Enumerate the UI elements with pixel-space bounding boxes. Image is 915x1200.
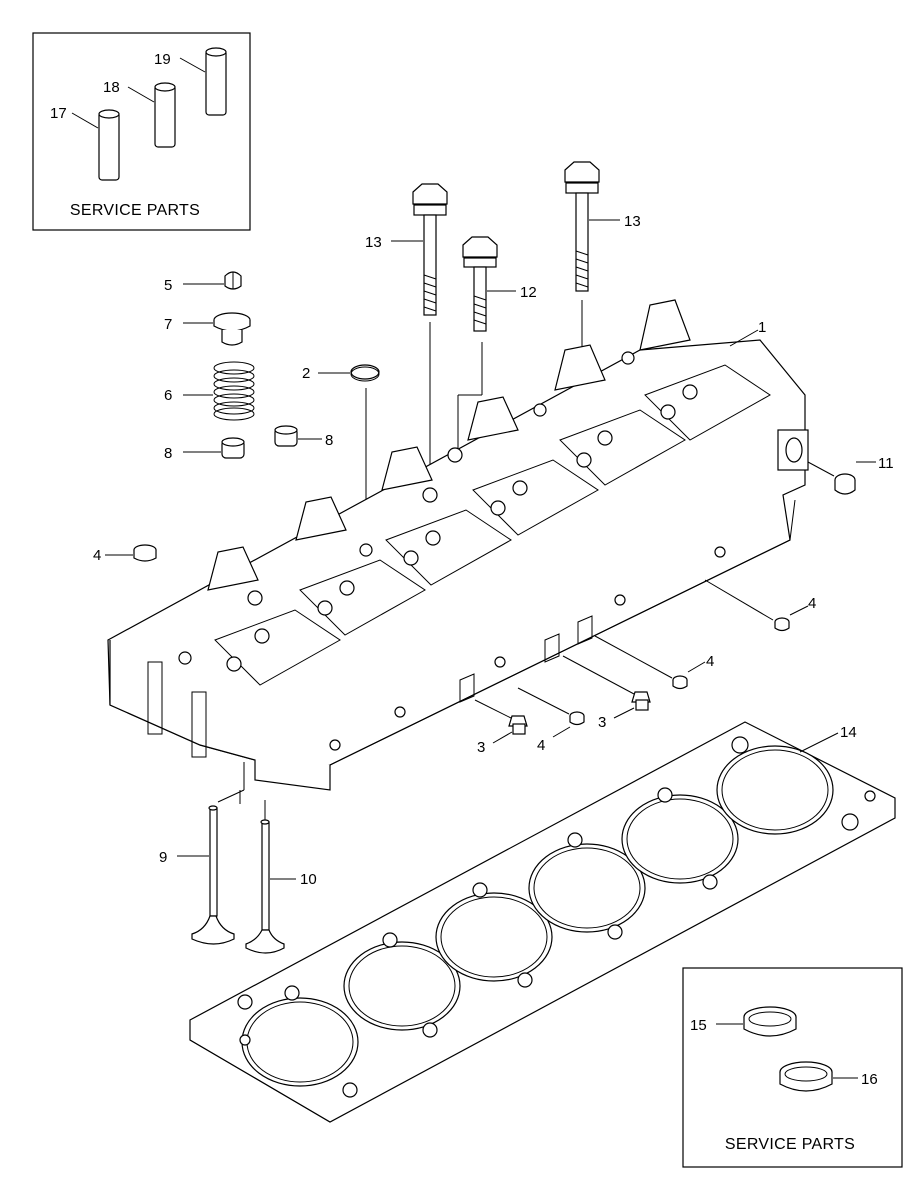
callout-6: 6 (164, 387, 172, 404)
bolt-13-left (412, 183, 448, 316)
callout-2: 2 (302, 365, 310, 382)
spring-retainer-7 (213, 312, 251, 346)
callout-9: 9 (159, 849, 167, 866)
callout-4-low: 4 (537, 737, 545, 754)
bolt-13-right (564, 161, 600, 292)
callout-16: 16 (861, 1071, 878, 1088)
callout-13-right: 13 (624, 213, 641, 230)
service-parts-box-bottom: SERVICE PARTS (682, 967, 903, 1168)
ring-2 (350, 364, 380, 382)
bolt-12 (462, 236, 498, 332)
valve-guide-19 (205, 47, 227, 116)
valve-guide-18 (154, 82, 176, 148)
valve-9 (191, 805, 235, 945)
plug-4-low (569, 711, 585, 726)
valve-10 (245, 819, 285, 954)
plug-11 (834, 473, 856, 495)
head-gasket-14 (189, 721, 896, 1123)
screw-3-right (631, 691, 651, 711)
callout-12: 12 (520, 284, 537, 301)
seat-insert-15 (743, 1006, 797, 1037)
seat-insert-16 (779, 1061, 833, 1092)
valve-seal-8a (221, 437, 245, 459)
callout-7: 7 (164, 316, 172, 333)
callout-18: 18 (103, 79, 120, 96)
service-parts-box-top: SERVICE PARTS (32, 32, 251, 231)
callout-14: 14 (840, 724, 857, 741)
callout-5: 5 (164, 277, 172, 294)
plug-4-right (774, 617, 790, 632)
callout-15: 15 (690, 1017, 707, 1034)
service-parts-title-bottom: SERVICE PARTS (725, 1136, 855, 1153)
callout-8-right: 8 (325, 432, 333, 449)
callout-17: 17 (50, 105, 67, 122)
plug-4-mid (672, 675, 688, 690)
callout-8-left: 8 (164, 445, 172, 462)
callout-3-left: 3 (477, 739, 485, 756)
callout-19: 19 (154, 51, 171, 68)
plug-4-left (133, 544, 157, 562)
callout-11: 11 (878, 455, 894, 472)
callout-10: 10 (300, 871, 317, 888)
callout-3-right: 3 (598, 714, 606, 731)
callout-1: 1 (758, 319, 766, 336)
screw-3-left (508, 715, 528, 735)
valve-spring-6 (213, 361, 255, 421)
valve-collet-5 (224, 271, 242, 290)
service-parts-title-top: SERVICE PARTS (70, 202, 200, 219)
callout-4-right: 4 (808, 595, 816, 612)
valve-guide-17 (98, 109, 120, 181)
callout-4-left: 4 (93, 547, 101, 564)
valve-seal-8b (274, 425, 298, 447)
callout-4-mid: 4 (706, 653, 714, 670)
cylinder-head-1 (107, 299, 809, 803)
callout-13-left: 13 (365, 234, 382, 251)
